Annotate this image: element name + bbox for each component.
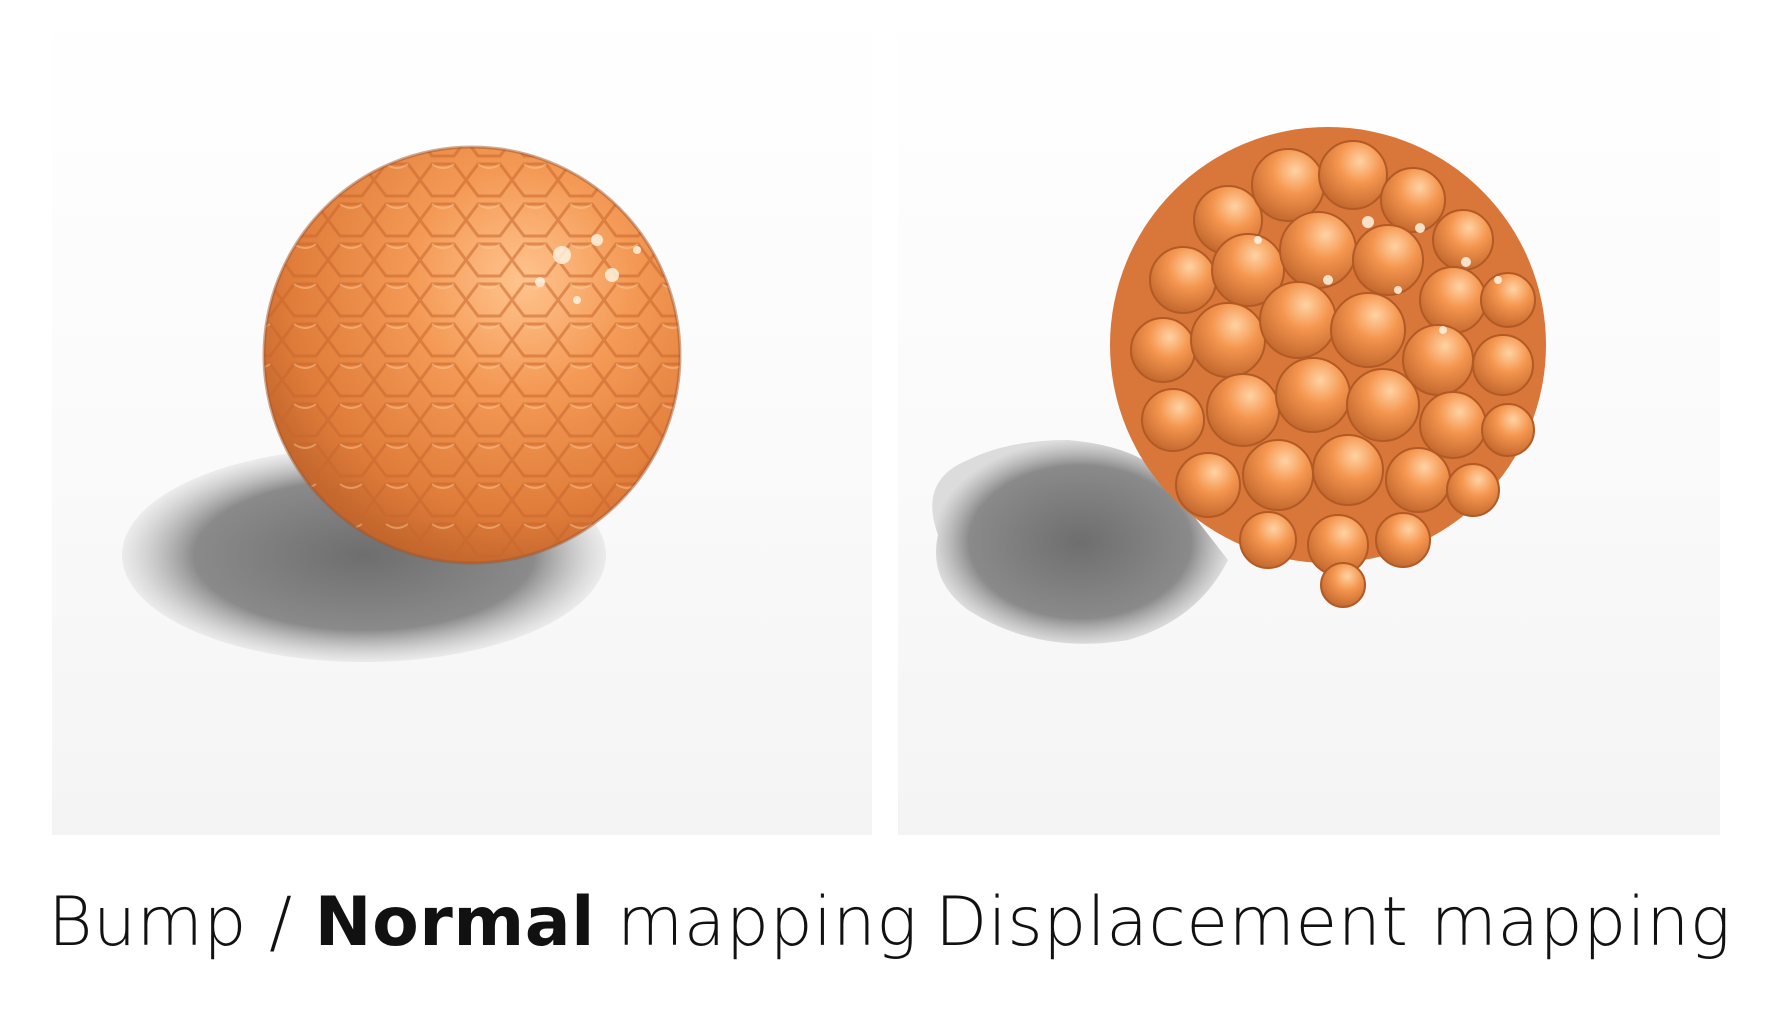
- displacement-sphere-render: [898, 0, 1720, 835]
- displacement-render-panel: [898, 0, 1720, 835]
- lumpy-sphere: [1110, 127, 1546, 608]
- bump-sphere-render: [52, 0, 872, 835]
- sphere-shadow: [932, 440, 1228, 644]
- displacement-caption: Displacement mapping: [935, 883, 1732, 962]
- bump-normal-caption: Bump / Normal mapping: [48, 878, 918, 968]
- caption-bold-word: Normal: [314, 883, 595, 962]
- bump-normal-render-panel: [52, 0, 872, 835]
- caption-prefix: Bump /: [48, 883, 315, 962]
- caption-suffix: mapping: [594, 883, 918, 962]
